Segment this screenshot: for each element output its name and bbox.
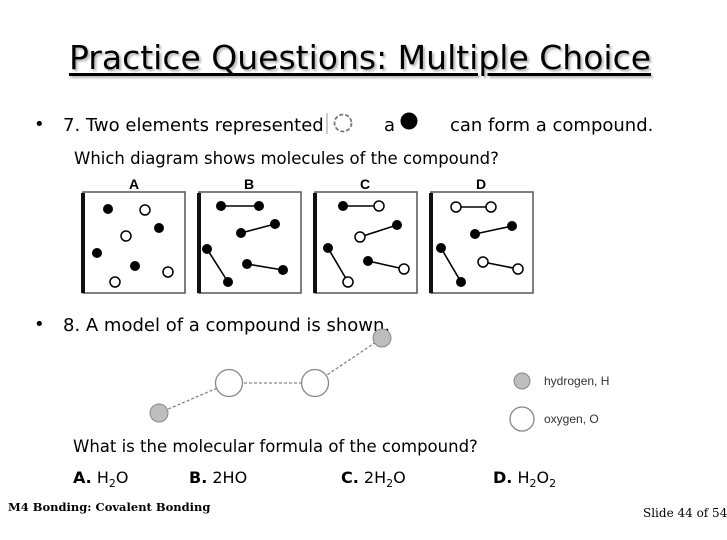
q7-bullet: • [34,114,45,135]
legend-oxygen-label: oxygen, O [544,412,599,426]
formula-text: O [536,468,550,487]
hydrogen-atom [149,403,169,423]
oxygen-atom [214,368,244,398]
q7-text-prefix: 7. Two elements represented [63,115,324,136]
q7-text-conjunction: a [384,115,396,136]
formula-subscript: 2 [549,477,557,491]
answer-a[interactable]: A. H2O [73,468,128,490]
answer-c[interactable]: C. 2H2O [341,468,406,490]
q7-text-suffix: can form a compound. [450,115,654,136]
formula-text: 2HO [212,468,248,487]
atom-open [139,204,151,216]
diagram-label-a: A [129,176,140,192]
atom-filled [154,223,164,233]
answer-letter: B. [189,468,208,487]
open-atom-icon [333,113,353,133]
formula-subscript: 2 [529,477,537,491]
oxygen-atom [300,368,330,398]
q7-prompt: Which diagram shows molecules of the com… [74,149,499,168]
atom-open [162,266,174,278]
answer-b[interactable]: B. 2HO [189,468,247,487]
q8-bullet: • [34,314,45,335]
diagram-label-c: C [360,176,371,192]
q8-prompt: What is the molecular formula of the com… [73,437,478,456]
answer-d[interactable]: D. H2O2 [493,468,556,490]
answer-letter: D. [493,468,513,487]
formula-text: O [115,468,129,487]
atom-filled [92,248,102,258]
legend-hydrogen-label: hydrogen, H [544,374,610,388]
hydrogen-atom [372,328,392,348]
slide-title: Practice Questions: Multiple Choice [68,38,652,77]
answer-letter: A. [73,468,92,487]
atom-filled [130,261,140,271]
atom-open [109,276,121,288]
diagram-c [313,191,418,294]
formula-text: 2H [363,468,387,487]
diagram-a [81,191,186,294]
formula-subscript: 2 [108,477,116,491]
formula-text: O [393,468,406,487]
atom-filled [103,204,113,214]
diagram-label-d: D [476,176,487,192]
atom-open [120,230,132,242]
formula-subscript: 2 [386,477,394,491]
legend-hydrogen-icon [513,372,531,390]
formula-text: H [517,468,530,487]
diagram-b [197,191,302,294]
slide-counter: Slide 44 of 54 [643,506,727,520]
formula-text: H [96,468,109,487]
diagram-label-b: B [244,176,255,192]
filled-atom-icon [400,112,418,130]
diagram-d [429,191,534,294]
footer-course-title: M4 Bonding: Covalent Bonding [8,500,211,514]
answer-letter: C. [341,468,359,487]
legend-oxygen-icon [509,406,535,432]
q8-text: 8. A model of a compound is shown. [63,315,391,336]
